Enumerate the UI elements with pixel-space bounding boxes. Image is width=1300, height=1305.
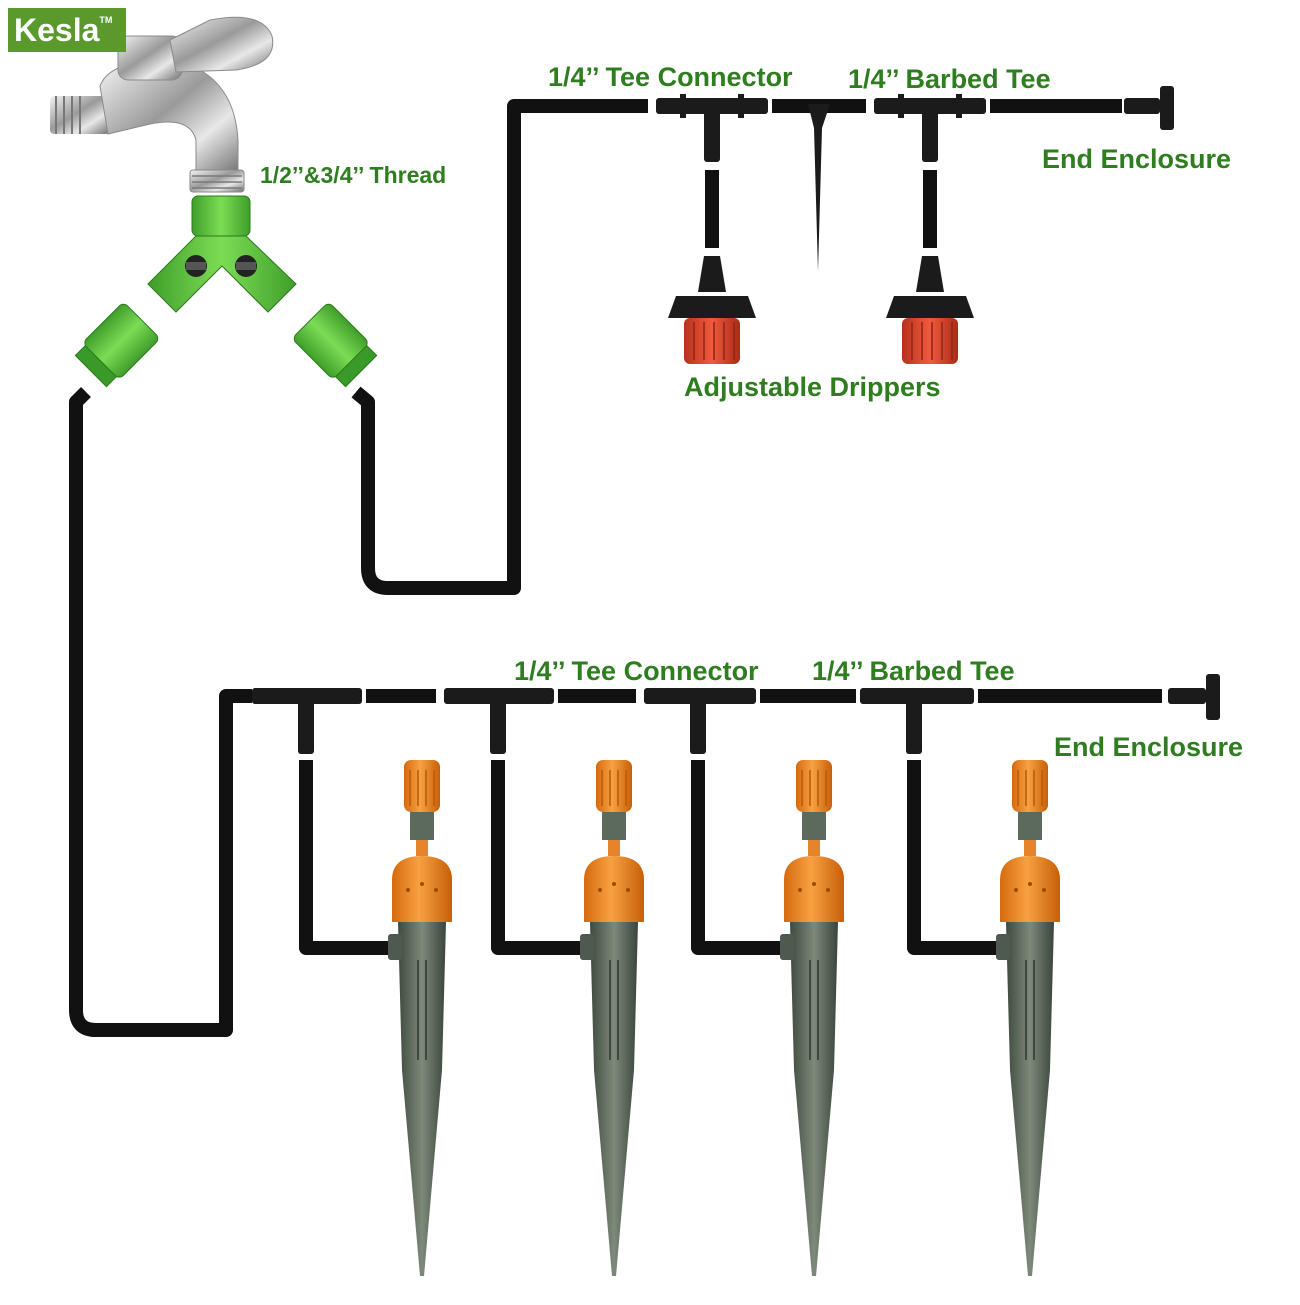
lower-barbed-tee-label: 1/4’’ Barbed Tee [812, 656, 1015, 686]
brand-name: Kesla [14, 12, 100, 48]
upper-tee-connector-label: 1/4’’ Tee Connector [548, 62, 793, 92]
faucet-icon [50, 16, 274, 193]
sprinkler-stake-icon [780, 760, 844, 1276]
brand-trademark: TM [99, 15, 113, 25]
upper-barbed-tee-label: 1/4’’ Barbed Tee [848, 64, 1051, 94]
main-tube-left [69, 387, 252, 1037]
sprinkler-stake-icon [388, 760, 452, 1276]
lower-tee-connector-label: 1/4’’ Tee Connector [514, 656, 759, 686]
sprinkler-stake-icon [580, 760, 644, 1276]
brand-logo: KeslaTM [8, 8, 126, 52]
lower-drop-4 [907, 760, 1000, 955]
tee-connector-icon [656, 94, 768, 162]
adjustable-drippers-label: Adjustable Drippers [684, 372, 941, 402]
barbed-tee-icon [644, 688, 756, 754]
lower-drop-2 [491, 760, 586, 955]
end-plug-icon [1168, 674, 1220, 720]
thread-label: 1/2’’&3/4’’ Thread [260, 162, 447, 188]
spike-stake-icon [808, 104, 830, 272]
barbed-tee-icon [874, 94, 986, 162]
sprinkler-stake-icon [996, 760, 1060, 1276]
adjustable-dripper-icon [886, 256, 974, 364]
end-plug-icon [1124, 86, 1174, 130]
tee-connector-icon [444, 688, 554, 754]
lower-drop-1 [299, 760, 392, 955]
barbed-tee-icon [860, 688, 974, 754]
y-splitter-icon [74, 195, 378, 388]
tubing [69, 99, 1162, 1037]
adjustable-dripper-icon [668, 256, 756, 364]
lower-drop-3 [691, 760, 786, 955]
upper-end-enclosure-label: End Enclosure [1042, 144, 1232, 174]
main-tube-right [351, 99, 648, 595]
lower-end-enclosure-label: End Enclosure [1054, 732, 1244, 762]
tee-connector-icon [252, 688, 362, 754]
